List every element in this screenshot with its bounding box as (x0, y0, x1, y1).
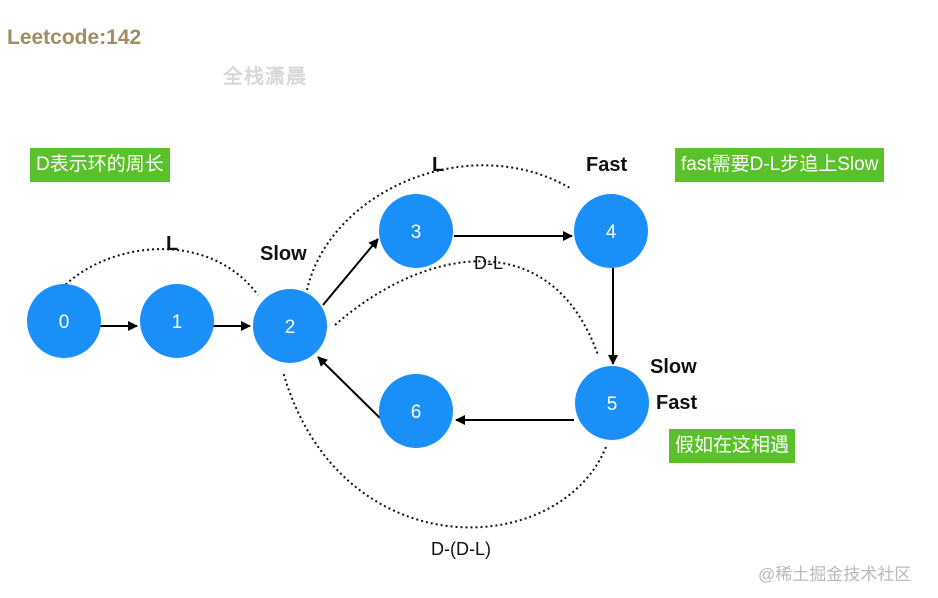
node-6-label: 6 (411, 402, 422, 423)
node-3-label: 3 (411, 222, 422, 243)
label-fast-at-5: Fast (656, 392, 698, 414)
node-0: 0 (27, 284, 101, 358)
node-3: 3 (379, 194, 453, 268)
label-l-first: L (166, 233, 179, 255)
node-5: 5 (575, 366, 649, 440)
label-slow-at-2: Slow (260, 243, 307, 265)
node-5-label: 5 (607, 394, 618, 415)
author-watermark: 全栈潇晨 (223, 66, 307, 88)
page-title: Leetcode:142 (7, 26, 142, 49)
label-slow-at-5: Slow (650, 356, 697, 378)
edge-2-3 (322, 238, 379, 306)
edge-6-2 (317, 356, 381, 419)
label-fast-at-4: Fast (586, 154, 628, 176)
arc-2-to-4-outer (306, 164, 571, 291)
label-d-minus-l: D-L (474, 253, 504, 273)
node-6: 6 (379, 374, 453, 448)
node-0-label: 0 (59, 312, 70, 333)
site-watermark: @稀土掘金技术社区 (758, 565, 912, 584)
node-2: 2 (253, 289, 327, 363)
note-d-meaning: D表示环的周长 (30, 148, 170, 182)
label-d-minus-d-minus-l: D-(D-L) (431, 539, 491, 559)
node-1: 1 (140, 284, 214, 358)
node-1-label: 1 (172, 312, 183, 333)
node-4-label: 4 (606, 222, 617, 243)
note-meet-here: 假如在这相遇 (669, 429, 796, 463)
label-l-second: L (432, 154, 445, 176)
note-fast-chase: fast需要D-L步追上Slow (675, 148, 885, 182)
node-4: 4 (574, 194, 648, 268)
node-2-label: 2 (285, 317, 296, 338)
arc-2-to-5-inner (334, 260, 599, 356)
arc-5-to-2-bottom (282, 371, 607, 529)
arc-0-to-2 (61, 248, 259, 296)
